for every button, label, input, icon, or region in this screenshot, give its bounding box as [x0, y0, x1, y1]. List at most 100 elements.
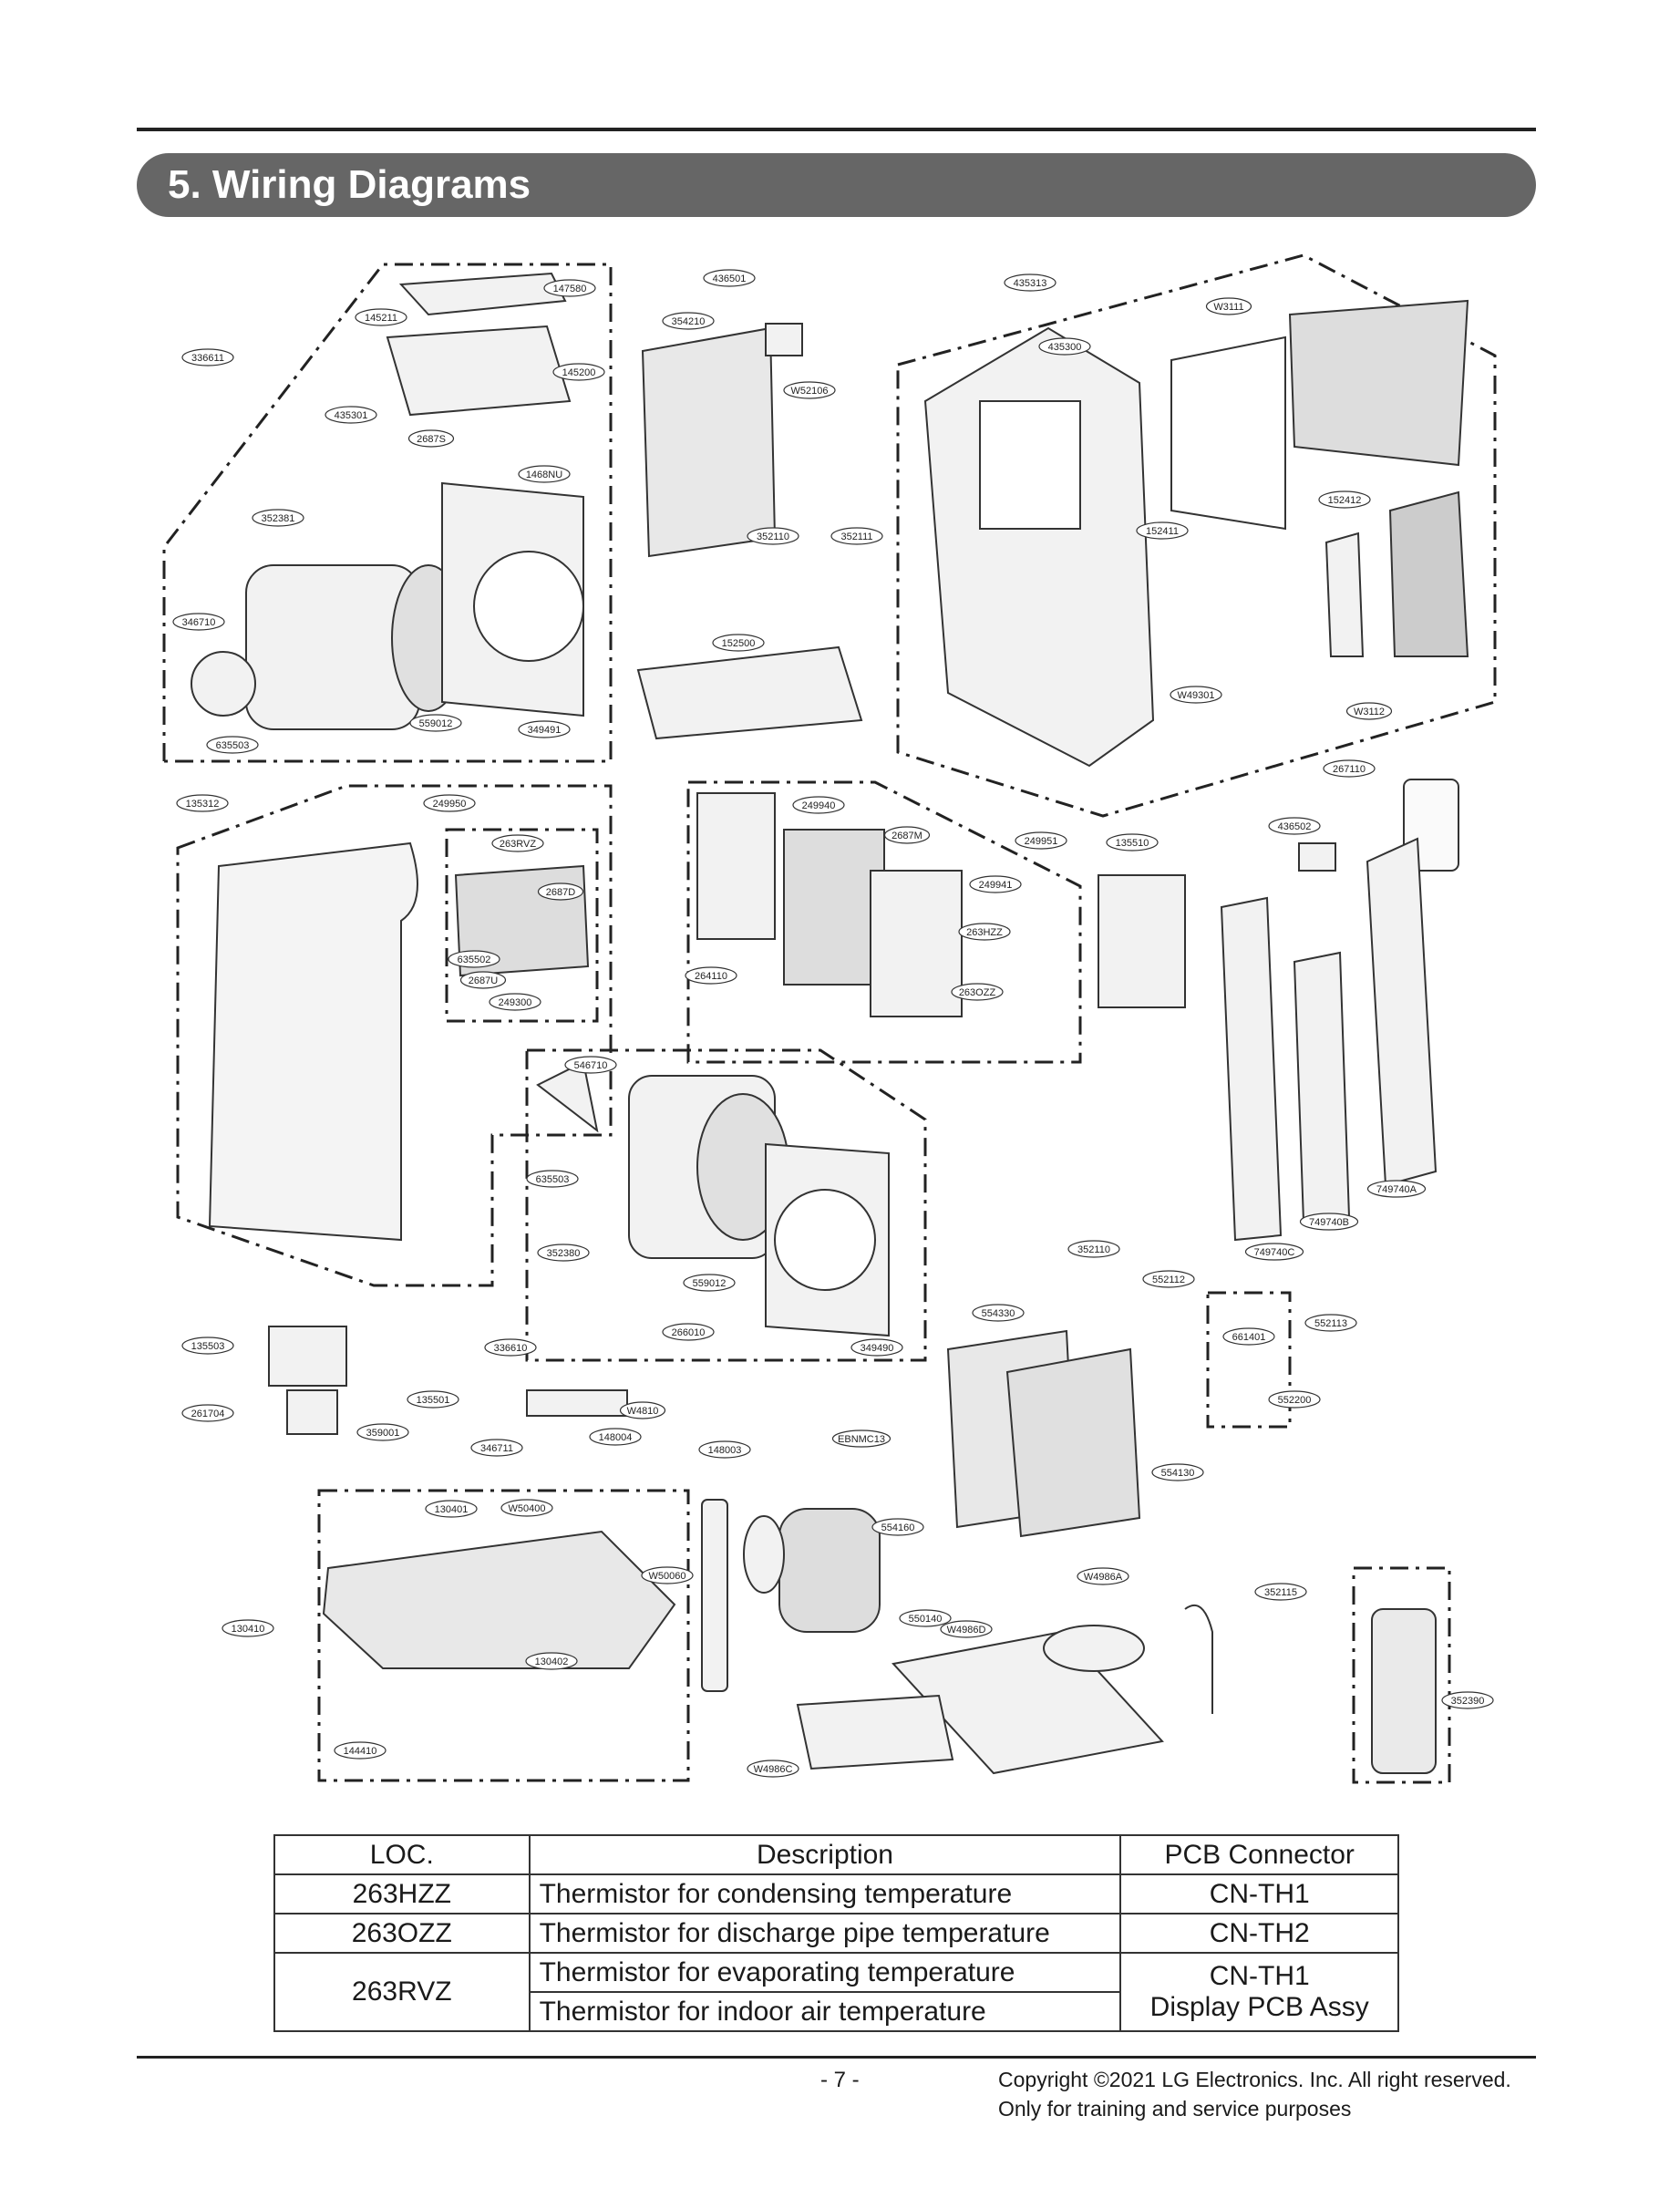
part-code-label: 352390 — [1451, 1696, 1485, 1707]
part-code-label: W4986C — [754, 1764, 793, 1775]
part-code-label: 552113 — [1314, 1318, 1347, 1329]
group-boundary-blower — [525, 1048, 927, 1362]
section-title-bar: 5. Wiring Diagrams — [137, 153, 1536, 217]
callout-bubble — [703, 269, 756, 287]
part-callout: 130402 — [525, 1652, 578, 1670]
part-code-label: 635503 — [536, 1174, 570, 1185]
loc-cell: 263RVZ — [273, 1952, 531, 2032]
callout-bubble — [252, 509, 304, 527]
callout-bubble — [830, 527, 883, 545]
part-callout: 249940 — [792, 796, 845, 814]
callout-bubble — [698, 1440, 751, 1459]
part-callout: 435300 — [1038, 337, 1091, 356]
part-callout: W4986D — [940, 1620, 993, 1638]
part-code-label: 152411 — [1146, 526, 1179, 537]
evaporator-coil-part — [641, 326, 777, 558]
part-callout: 135510 — [1106, 833, 1159, 851]
callout-bubble — [747, 527, 799, 545]
callout-bubble — [871, 1518, 924, 1536]
part-code-label: 249300 — [499, 997, 532, 1008]
part-callout: W4986C — [747, 1760, 799, 1778]
part-callout: 749740A — [1366, 1180, 1427, 1198]
callout-bubble — [518, 465, 571, 483]
callout-bubble — [518, 720, 571, 738]
receiver-drum-part — [1371, 1608, 1437, 1774]
part-code-label: 352381 — [262, 513, 295, 524]
callout-bubble — [325, 406, 377, 424]
part-callout: W50400 — [500, 1499, 553, 1517]
callout-bubble — [423, 794, 476, 812]
top-rule — [137, 128, 1536, 131]
part-code-label: 346711 — [480, 1443, 513, 1454]
callout-bubble — [783, 381, 836, 399]
callout-bubble — [1323, 759, 1376, 778]
part-callout: 352110 — [747, 527, 799, 545]
part-callout: 249300 — [489, 993, 541, 1011]
callout-bubble — [1254, 1583, 1307, 1601]
part-code-label: 435313 — [1014, 278, 1047, 289]
insulation-plate-a — [892, 1630, 1164, 1775]
part-code-label: 552200 — [1278, 1395, 1312, 1406]
group-boundary-control — [686, 780, 1082, 1064]
callout-bubble — [1441, 1691, 1494, 1709]
callout-bubble — [525, 1652, 578, 1670]
callout-bubble — [176, 794, 229, 812]
part-callout: 546710 — [564, 1056, 617, 1074]
callout-bubble — [489, 993, 541, 1011]
callout-bubble — [409, 714, 462, 732]
part-callout: 346710 — [172, 613, 225, 631]
callout-bubble — [1318, 490, 1371, 509]
part-code-label: 554330 — [982, 1308, 1015, 1319]
part-callout: 559012 — [683, 1274, 736, 1292]
part-code-label: 352110 — [1077, 1244, 1110, 1255]
callout-bubble — [564, 1056, 617, 1074]
part-code-label: 130402 — [535, 1656, 569, 1667]
part-code-label: W50400 — [509, 1503, 546, 1514]
callout-bubble — [1205, 297, 1252, 315]
part-code-label: 346710 — [182, 617, 216, 628]
part-callout: W4986A — [1077, 1567, 1129, 1585]
part-code-label: 135501 — [417, 1395, 450, 1406]
part-callout: 2687D — [537, 882, 584, 901]
part-callout: W50060 — [641, 1566, 694, 1584]
part-code-label: 249950 — [433, 799, 467, 810]
callout-bubble — [537, 1244, 590, 1262]
description-cell: Thermistor for indoor air temperature — [528, 1991, 1122, 2032]
callout-bubble — [899, 1609, 952, 1627]
callout-bubble — [662, 1323, 715, 1341]
part-callout: 352390 — [1441, 1691, 1494, 1709]
callout-bubble — [969, 875, 1022, 893]
part-code-label: 435301 — [335, 410, 368, 421]
callout-bubble — [589, 1428, 642, 1446]
part-code-label: 336611 — [191, 353, 224, 364]
part-callout: 263OZZ — [951, 983, 1004, 1001]
part-code-label: 249941 — [979, 880, 1013, 891]
part-callout: 249941 — [969, 875, 1022, 893]
part-callout: 435301 — [325, 406, 377, 424]
motor-wheel-part — [191, 651, 256, 717]
part-callout: 147580 — [543, 279, 596, 297]
part-callout: 554330 — [972, 1304, 1025, 1322]
callout-bubble — [206, 736, 259, 754]
callout-bubble — [712, 634, 765, 652]
description-cell: Thermistor for condensing temperature — [528, 1873, 1122, 1914]
part-code-label: 352115 — [1264, 1587, 1297, 1598]
description-cell: Thermistor for discharge pipe temperatur… — [528, 1913, 1122, 1954]
callout-bubble — [972, 1304, 1025, 1322]
part-code-label: 147580 — [553, 284, 587, 294]
part-code-label: 2687M — [892, 831, 922, 841]
callout-bubble — [407, 429, 455, 448]
part-code-label: 130410 — [232, 1624, 265, 1635]
part-code-label: 135312 — [186, 799, 220, 810]
part-callout: 554130 — [1151, 1463, 1204, 1481]
callout-bubble — [1077, 1567, 1129, 1585]
callout-bubble — [1299, 1213, 1359, 1231]
group-boundary-top-right — [896, 253, 1497, 818]
part-code-label: 436501 — [713, 274, 747, 284]
group-boundary-base — [317, 1489, 690, 1782]
group-boundary-display-pcb — [445, 828, 599, 1023]
window-panel-a — [1366, 837, 1438, 1187]
part-callout: 267110 — [1323, 759, 1376, 778]
callout-bubble — [683, 1274, 736, 1292]
part-callout: 436502 — [1268, 817, 1321, 835]
